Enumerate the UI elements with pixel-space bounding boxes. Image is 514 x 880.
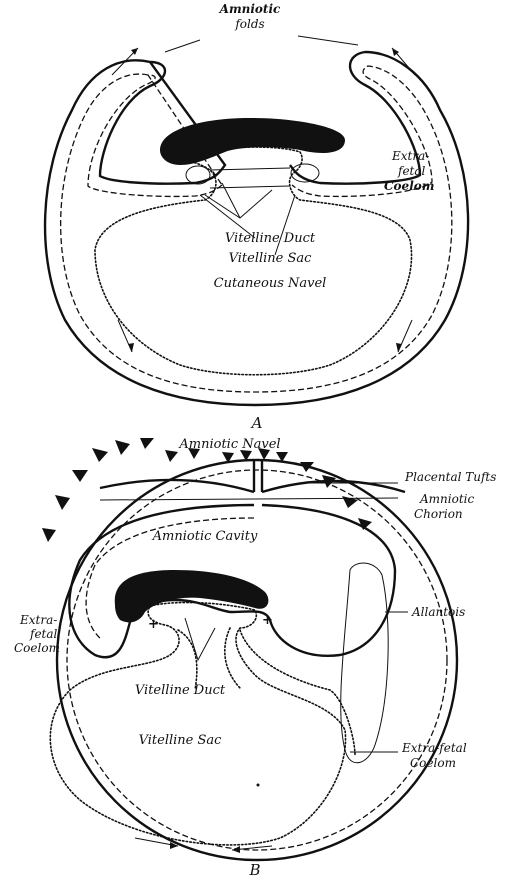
figure-b-label-vitelline-duct: Vitelline Duct <box>135 683 226 698</box>
tuft <box>115 440 130 455</box>
tuft <box>55 495 70 510</box>
figure-b-vitelline-sac <box>50 603 345 845</box>
figure-a-label-cutaneous-navel: Cutaneous Navel <box>214 276 327 291</box>
figure-b-outer-dashed-circle <box>67 470 447 850</box>
figure-b-label-coelom-right: Coelom <box>410 756 456 770</box>
figure-b-label-fetal-left: fetal <box>29 627 58 641</box>
tuft <box>140 438 154 449</box>
figure-a-label-amniotic: Amniotic <box>219 2 281 16</box>
figure-b-outer-circle <box>57 460 457 860</box>
figure-a-embryo <box>160 118 345 165</box>
figure-a-sac-pointer-right <box>275 195 295 255</box>
figure-a-fold-pointer-right <box>298 36 358 45</box>
figure-a-duct-pointer <box>205 190 272 218</box>
tuft <box>42 528 56 542</box>
figure-a-duct-pointer-2 <box>222 183 240 218</box>
tuft <box>92 448 108 462</box>
figure-b-label-placental-tufts: Placental Tufts <box>404 470 496 484</box>
figure-b-placental-tufts <box>42 438 372 542</box>
figure-b-panel-label: B <box>248 861 260 879</box>
figure-b-label-extra-left: Extra- <box>19 613 57 627</box>
figure-b-label-allantois: Allantois <box>411 605 465 619</box>
figure-a: Amniotic folds Extra- fetal Coelom Vitel… <box>45 2 468 432</box>
figure-a-label-extra: Extra- <box>391 149 429 163</box>
figure-a-label-fetal: fetal <box>397 164 426 178</box>
figure-b-plus-left: + <box>148 617 159 632</box>
figure-b-label-amniotic-cavity: Amniotic Cavity <box>152 529 258 544</box>
figure-b-label-chorion: Chorion <box>414 507 463 521</box>
figure-b: Amniotic Navel Placental Tufts Amniotic … <box>14 437 496 879</box>
figure-b-label-coelom-left: Coelom <box>14 641 60 655</box>
figure-b-vitelline-duct <box>178 630 197 690</box>
figure-b-dot <box>257 784 260 787</box>
figure-a-panel-label: A <box>250 414 263 432</box>
figure-b-label-vitelline-sac: Vitelline Sac <box>139 733 223 748</box>
figure-a-label-coelom: Coelom <box>384 179 434 193</box>
figure-b-embryo <box>115 570 269 622</box>
figure-b-amnion-left-top <box>100 480 254 492</box>
figure-b-duct-marker <box>185 618 215 660</box>
figure-a-fold-pointer-left <box>165 40 200 52</box>
figure-a-label-vitelline-sac: Vitelline Sac <box>229 251 313 266</box>
tuft <box>72 470 88 482</box>
figure-b-vitelline-duct-right <box>225 628 240 688</box>
figure-b-arrowhead-bottom-right <box>232 846 240 853</box>
tuft <box>165 450 178 462</box>
figure-b-label-amniotic-navel: Amniotic Navel <box>178 437 280 452</box>
figure-b-label-extrafetal-right: Extra-fetal <box>401 741 467 755</box>
figure-a-duct-line-bottom <box>210 186 290 188</box>
figure-a-label-folds: folds <box>234 17 264 31</box>
figure-b-plus-right: + <box>262 613 273 628</box>
figure-b-label-amniotic: Amniotic <box>419 492 474 506</box>
figure-b-allantois <box>341 563 388 763</box>
figure-a-label-vitelline-duct: Vitelline Duct <box>225 231 316 246</box>
